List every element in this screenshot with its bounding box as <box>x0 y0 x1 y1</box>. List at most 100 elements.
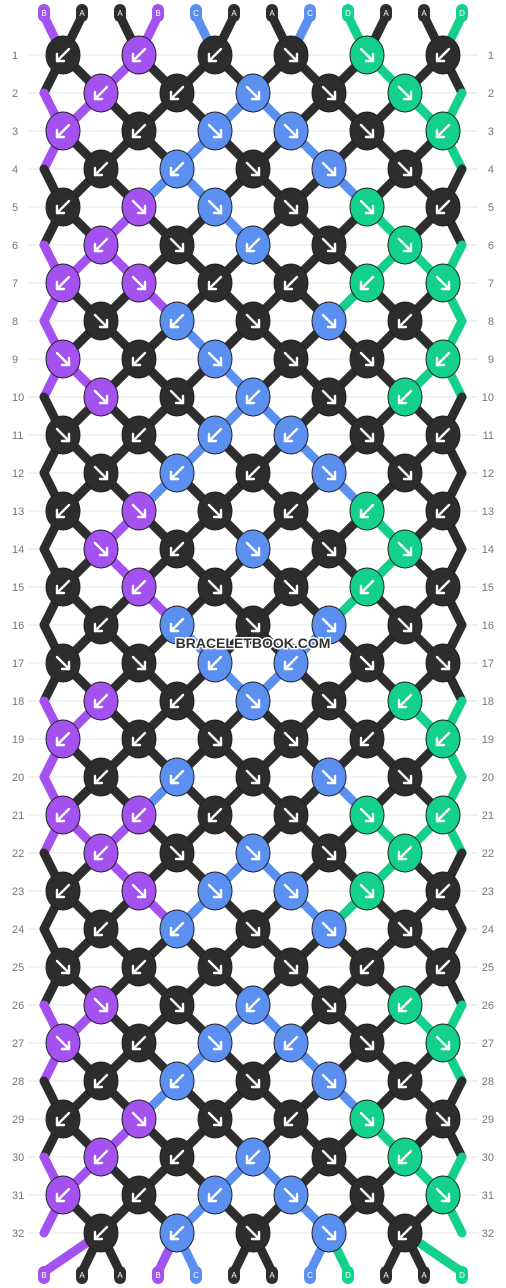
arrow-line <box>245 161 261 177</box>
arrow-line <box>245 921 261 937</box>
row-number-left: 29 <box>12 1114 24 1126</box>
knot <box>273 947 309 987</box>
arrow-head <box>326 546 337 557</box>
row-number-left: 4 <box>12 164 18 176</box>
knot <box>83 453 119 493</box>
arrow-head <box>212 1116 223 1127</box>
knot <box>121 795 157 835</box>
arrow-line <box>207 351 223 367</box>
knot <box>387 149 423 189</box>
knot <box>273 263 309 303</box>
string-tab-label: C <box>193 9 199 18</box>
arrow-line <box>55 199 71 215</box>
knot <box>311 225 347 265</box>
row-number-right: 23 <box>482 886 494 898</box>
knot <box>83 757 119 797</box>
row-number-left: 25 <box>12 962 24 974</box>
arrow-head <box>207 812 218 823</box>
arrow-line <box>435 503 451 519</box>
knot <box>235 681 271 721</box>
knot <box>273 1023 309 1063</box>
knot <box>387 1061 423 1101</box>
knot <box>83 681 119 721</box>
row-number-right: 16 <box>482 620 494 632</box>
arrow-line <box>245 541 261 557</box>
row-number-left: 19 <box>12 734 24 746</box>
arrow-head <box>326 166 337 177</box>
row-number-left: 17 <box>12 658 24 670</box>
arrow-head <box>212 204 223 215</box>
arrow-line <box>245 693 261 709</box>
knot <box>235 909 271 949</box>
arrow-line <box>245 1149 261 1165</box>
knot <box>83 833 119 873</box>
arrow-head <box>93 242 104 253</box>
row-numbers-left: 1234567891011121314151617181920212223242… <box>12 50 24 1240</box>
row-number-right: 12 <box>482 468 494 480</box>
arrow-head <box>250 774 261 785</box>
knot <box>311 1061 347 1101</box>
row-number-left: 1 <box>12 50 18 62</box>
knot <box>45 795 81 835</box>
arrow-line <box>283 1111 299 1127</box>
arrow-head <box>250 926 261 937</box>
arrow-line <box>435 275 451 291</box>
row-number-right: 3 <box>488 126 494 138</box>
arrow-head <box>364 204 375 215</box>
row-number-right: 28 <box>482 1076 494 1088</box>
arrow-line <box>245 313 261 329</box>
arrow-head <box>250 546 261 557</box>
arrow-line <box>207 807 223 823</box>
knot <box>311 301 347 341</box>
arrow-line <box>245 1073 261 1089</box>
arrow-head <box>326 774 337 785</box>
arrow-line <box>131 1035 147 1051</box>
arrow-line <box>55 655 71 671</box>
arrow-line <box>93 541 109 557</box>
string-tab-label: B <box>41 9 46 18</box>
arrow-line <box>359 503 375 519</box>
arrow-head <box>364 1116 375 1127</box>
arrow-line <box>207 959 223 975</box>
arrow-head <box>207 52 218 63</box>
arrow-head <box>364 52 375 63</box>
knot <box>311 757 347 797</box>
arrow-line <box>169 997 185 1013</box>
arrow-line <box>93 1073 109 1089</box>
row-number-right: 1 <box>488 50 494 62</box>
arrow-line <box>435 1111 451 1127</box>
knot <box>45 567 81 607</box>
arrow-line <box>359 959 375 975</box>
arrow-head <box>326 470 337 481</box>
knot <box>121 111 157 151</box>
knot <box>273 567 309 607</box>
knot <box>349 643 385 683</box>
arrow-head <box>131 128 142 139</box>
arrow-head <box>250 850 261 861</box>
string-tab <box>76 1266 88 1284</box>
arrow-line <box>321 1225 337 1241</box>
arrow-line <box>321 237 337 253</box>
row-number-right: 30 <box>482 1152 494 1164</box>
arrow-line <box>93 389 109 405</box>
arrow-line <box>131 807 147 823</box>
knot <box>349 567 385 607</box>
string-tab-label: A <box>79 1271 85 1280</box>
arrow-head <box>169 698 180 709</box>
row-number-left: 14 <box>12 544 24 556</box>
arrow-head <box>55 280 66 291</box>
arrow-head <box>288 888 299 899</box>
arrow-head <box>326 622 337 633</box>
string-tab-label: A <box>79 9 85 18</box>
arrow-line <box>131 655 147 671</box>
arrow-head <box>60 1040 71 1051</box>
arrow-head <box>131 584 142 595</box>
arrow-head <box>131 1040 142 1051</box>
arrow-head <box>60 356 71 367</box>
arrow-head <box>98 470 109 481</box>
row-number-right: 24 <box>482 924 494 936</box>
arrow-line <box>359 47 375 63</box>
knot <box>235 301 271 341</box>
arrow-line <box>93 769 109 785</box>
knot <box>121 491 157 531</box>
